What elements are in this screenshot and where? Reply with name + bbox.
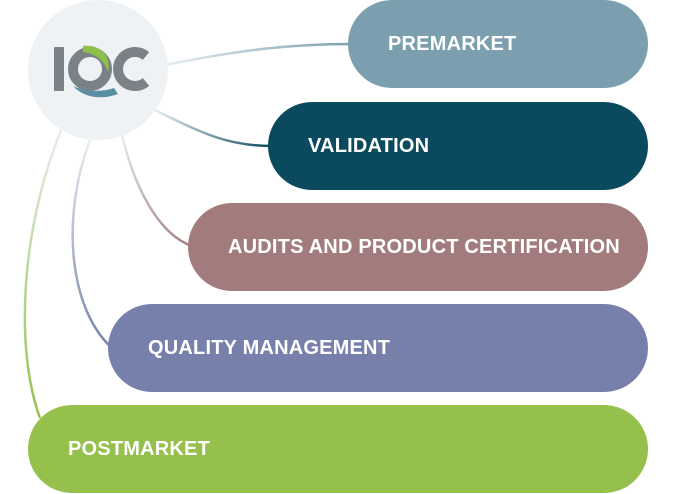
iqc-logo-icon: [54, 45, 150, 98]
step-premarket: PREMARKET: [348, 0, 648, 88]
step-audits-label: AUDITS AND PRODUCT CERTIFICATION: [228, 235, 620, 258]
connector-premarket: [164, 42, 353, 67]
step-postmarket-label: POSTMARKET: [68, 437, 210, 460]
connector-validation: [154, 108, 273, 148]
logo-badge: [28, 0, 168, 140]
step-validation-label: VALIDATION: [308, 134, 430, 157]
step-premarket-label: PREMARKET: [388, 32, 517, 55]
step-validation: VALIDATION: [268, 102, 648, 190]
connector-quality: [71, 139, 113, 349]
step-quality-label: QUALITY MANAGEMENT: [148, 336, 391, 359]
connector-postmarket: [23, 127, 64, 419]
step-postmarket: POSTMARKET: [28, 405, 648, 493]
step-audits-certification: AUDITS AND PRODUCT CERTIFICATION: [188, 203, 648, 291]
step-quality-management: QUALITY MANAGEMENT: [108, 304, 648, 392]
connector-audits: [120, 134, 193, 248]
